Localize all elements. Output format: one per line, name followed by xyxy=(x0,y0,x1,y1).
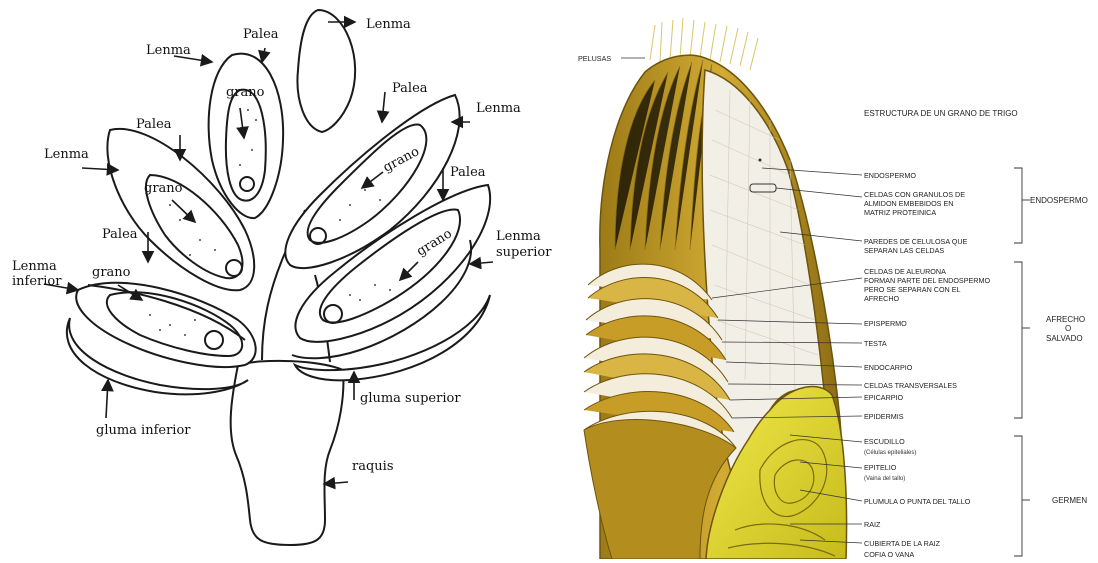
label-epispermo: EPISPERMO xyxy=(864,319,907,328)
label-celdas-3: MATRIZ PROTEINICA xyxy=(864,208,936,217)
label-cofia: COFIA O VANA xyxy=(864,550,914,559)
grain-structure-panel: PELUSAS ESTRUCTURA DE UN GRANO DE TRIGO … xyxy=(565,5,1098,559)
label-palea-top: Palea xyxy=(243,27,279,42)
label-paredes-1: PAREDES DE CELULOSA QUE xyxy=(864,237,968,246)
label-raquis: raquis xyxy=(352,459,394,474)
label-paredes-2: SEPARAN LAS CELDAS xyxy=(864,246,944,255)
group-germen: GERMEN xyxy=(1052,496,1087,505)
label-grano-left-low: grano xyxy=(92,265,131,280)
label-aleurona-2: FORMAN PARTE DEL ENDOSPERMO xyxy=(864,276,990,285)
label-lenma-inferior-2: inferior xyxy=(12,274,62,289)
label-lenma-superior-1: Lenma xyxy=(496,229,541,244)
label-epitelio-sub: (Vaina del tallo) xyxy=(864,476,905,482)
diagram-title: ESTRUCTURA DE UN GRANO DE TRIGO xyxy=(864,109,1018,118)
label-lenma-right: Lenma xyxy=(476,101,521,116)
label-grano-left-mid: grano xyxy=(144,181,183,196)
label-aleurona-1: CELDAS DE ALEURONA xyxy=(864,267,946,276)
label-testa: TESTA xyxy=(864,339,887,348)
label-grano-top: grano xyxy=(226,85,265,100)
label-palea-right-mid: Palea xyxy=(450,165,486,180)
label-gluma-inferior: gluma inferior xyxy=(96,423,191,438)
label-lenma-superior-2: superior xyxy=(496,245,552,260)
label-palea-left: Palea xyxy=(136,117,172,132)
label-endocarpio: ENDOCARPIO xyxy=(864,363,913,372)
group-endospermo: ENDOSPERMO xyxy=(1030,196,1088,205)
label-escudillo: ESCUDILLO xyxy=(864,437,905,446)
lemma-top xyxy=(297,10,355,132)
label-lenma-top: Lenma xyxy=(366,17,411,32)
label-celdas-1: CELDAS CON GRANULOS DE xyxy=(864,190,965,199)
group-afrecho-1: AFRECHO xyxy=(1046,315,1085,324)
label-aleurona-3: PERO SE SEPARAN CON EL xyxy=(864,285,961,294)
label-lenma-upper-left: Lenma xyxy=(146,43,191,58)
label-plumula: PLUMULA O PUNTA DEL TALLO xyxy=(864,497,971,506)
label-raiz: RAIZ xyxy=(864,520,881,529)
label-lenma-inferior-1: Lenma xyxy=(12,259,57,274)
label-epitelio: EPITELIO xyxy=(864,463,897,472)
label-epicarpio: EPICARPIO xyxy=(864,393,904,402)
label-celdas-2: ALMIDON EMBEBIDOS EN xyxy=(864,199,953,208)
raquis-stem xyxy=(231,361,344,545)
label-escudillo-sub: (Células epiteliales) xyxy=(864,450,916,456)
label-aleurona-4: AFRECHO xyxy=(864,294,900,303)
label-epidermis: EPIDERMIS xyxy=(864,412,904,421)
label-lenma-left: Lenma xyxy=(44,147,89,162)
label-palea-left-low: Palea xyxy=(102,227,138,242)
group-afrecho-2: O xyxy=(1065,324,1071,333)
label-gluma-superior: gluma superior xyxy=(360,391,461,406)
label-pelusas: PELUSAS xyxy=(578,54,611,63)
label-cubierta: CUBIERTA DE LA RAIZ xyxy=(864,539,941,548)
label-transversales: CELDAS TRANSVERSALES xyxy=(864,381,957,390)
label-palea-right-top: Palea xyxy=(392,81,428,96)
label-endospermo: ENDOSPERMO xyxy=(864,171,916,180)
group-afrecho-3: SALVADO xyxy=(1046,334,1083,343)
